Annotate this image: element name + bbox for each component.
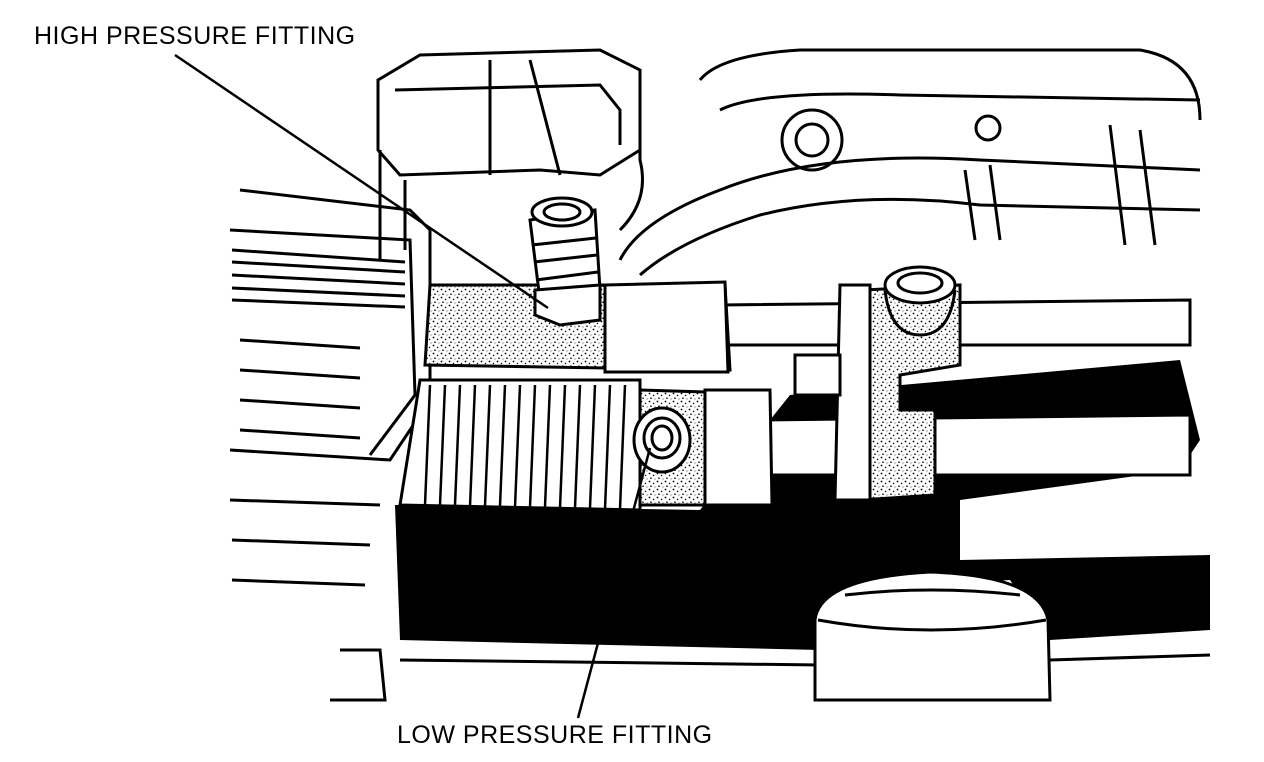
radiator-highlight bbox=[399, 653, 1211, 667]
manifold-block bbox=[793, 265, 962, 502]
high-pressure-leader bbox=[174, 53, 549, 310]
ribbed-tube bbox=[398, 378, 642, 512]
high-pressure-fitting bbox=[528, 196, 602, 327]
reservoir-cap bbox=[813, 570, 1052, 702]
coolant-hose bbox=[618, 48, 1202, 277]
lower-sleeve bbox=[703, 388, 774, 507]
low-pressure-leader bbox=[576, 447, 652, 719]
left-cover bbox=[229, 188, 432, 702]
engine-housing bbox=[376, 48, 642, 260]
leader-lines bbox=[174, 53, 652, 719]
low-pressure-fitting bbox=[632, 406, 692, 474]
tube-sleeve bbox=[603, 280, 730, 374]
high-pressure-label: HIGH PRESSURE FITTING bbox=[34, 22, 356, 50]
low-pressure-label: LOW PRESSURE FITTING bbox=[397, 721, 713, 749]
